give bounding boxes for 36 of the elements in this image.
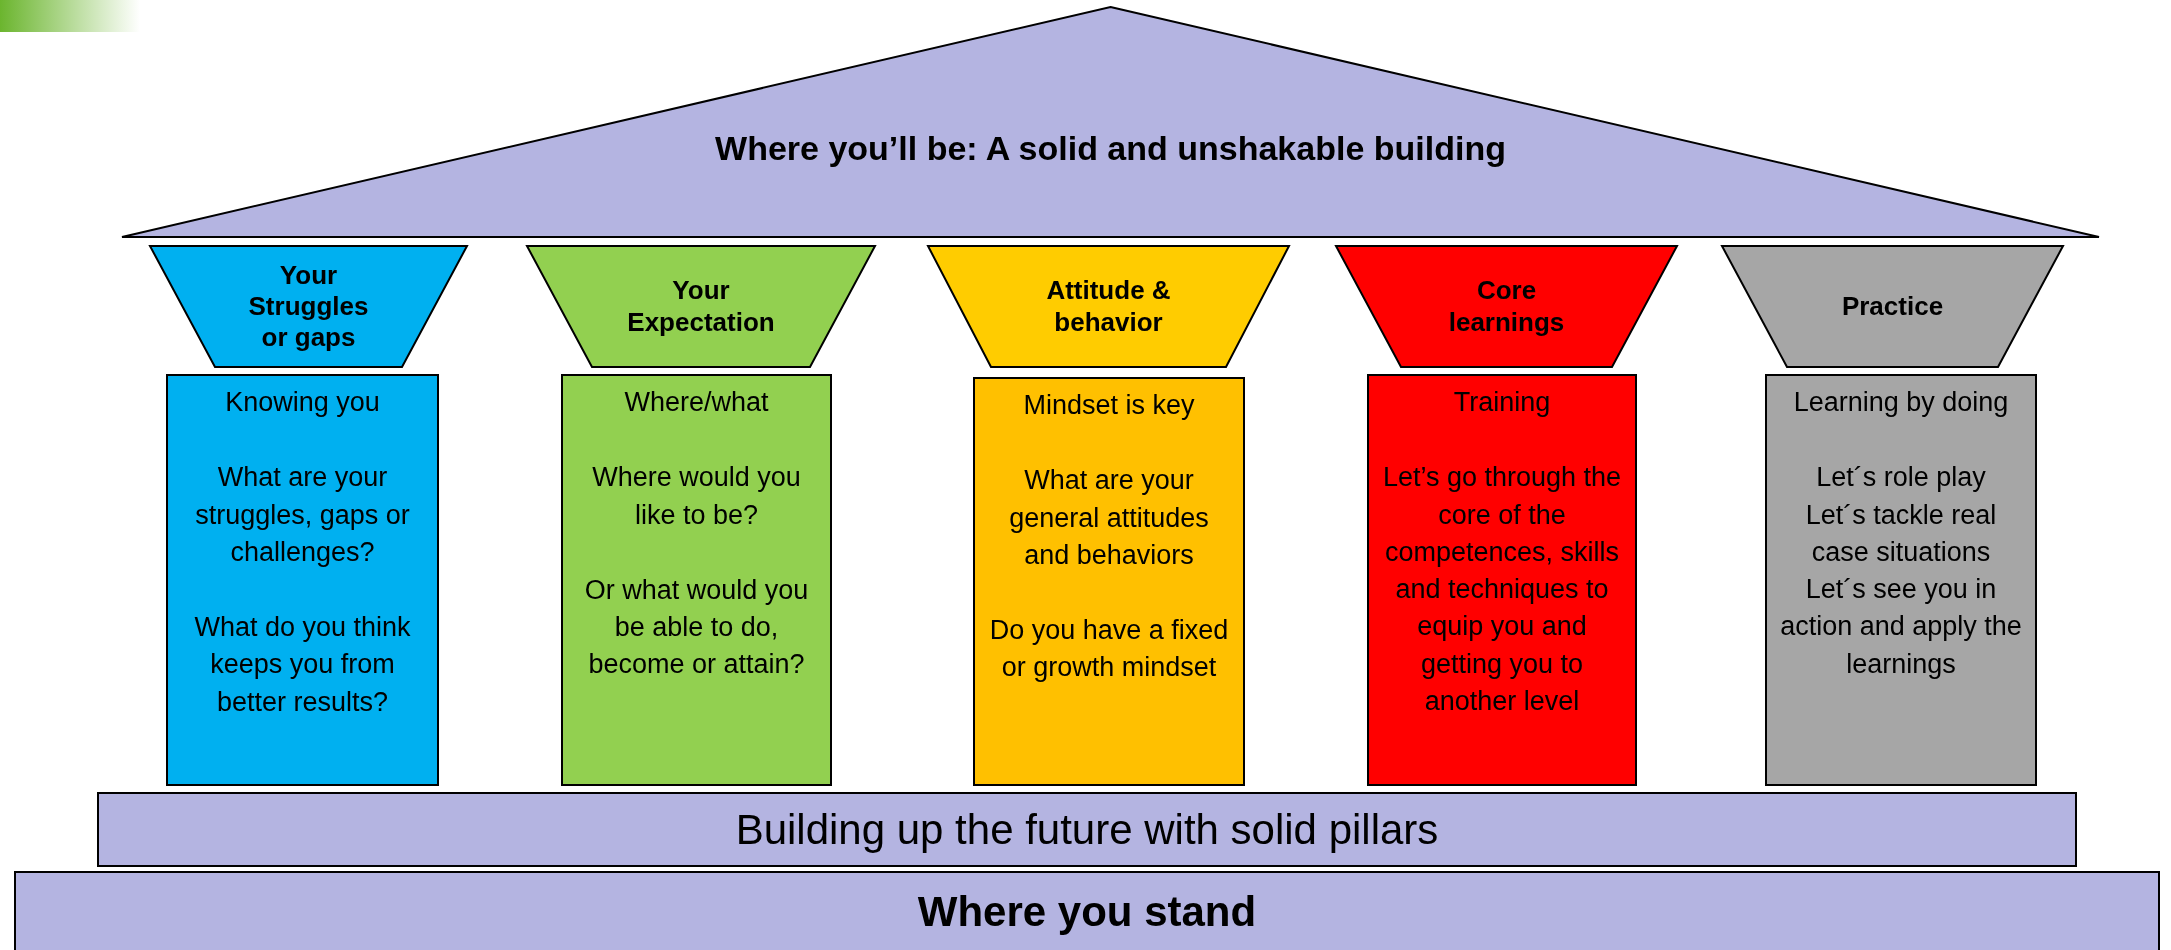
pillar-title: Your Struggles or gaps	[247, 259, 370, 354]
pillar-capital	[928, 246, 1289, 367]
ground-band	[14, 871, 2160, 950]
pillar-text: What are your general attitudes and behaviors	[1008, 464, 1210, 572]
roof-title: Where you’ll be: A solid and unshakable building	[714, 129, 1507, 169]
pillar-capital	[150, 246, 467, 367]
pillar-text: Do you have a fixed or growth mindset	[988, 614, 1230, 685]
band-text: Where you stand	[917, 888, 1257, 936]
pillar-text: Let´s see you in action and apply the learnings	[1779, 573, 2023, 681]
pillar-heading: Mindset is key	[1022, 389, 1196, 422]
pillar-text: Let’s go through the core of the competences, skills and techniques to equip you and getting you to another level	[1381, 461, 1623, 718]
pillar-capital	[1722, 246, 2063, 367]
pillar-title: Your Expectation	[626, 275, 776, 338]
pillar-text: What are your struggles, gaps or challenges?	[194, 461, 411, 569]
pillar-text: Or what would you be able to do, become or attain?	[583, 573, 810, 682]
pillar-title: Practice	[1840, 290, 1945, 323]
pillar-text: What do you think keeps you from better results?	[193, 611, 412, 719]
pillar-heading: Knowing you	[224, 386, 381, 419]
band-text: Building up the future with solid pillars	[735, 805, 1439, 854]
pillar	[166, 374, 439, 786]
pillar-capital	[1336, 246, 1677, 367]
pillar-heading: Where/what	[623, 386, 770, 419]
pillar-title: Attitude & behavior	[1045, 275, 1172, 338]
pillar-text: Let´s tackle real case situations	[1804, 498, 1998, 569]
pillar-text: Let´s role play	[1815, 461, 1987, 495]
pillar-heading: Training	[1452, 386, 1552, 419]
foundation-band	[97, 792, 2077, 867]
pillar	[973, 377, 1245, 786]
pillar-title: Core learnings	[1447, 275, 1566, 338]
pillar	[1765, 374, 2037, 786]
pillar-text: Where would you like to be?	[591, 461, 802, 532]
roof-triangle	[122, 7, 2099, 237]
pillar-heading: Learning by doing	[1792, 386, 2010, 419]
pillar-capital	[527, 246, 875, 367]
pillar	[1367, 374, 1637, 786]
pillar	[561, 374, 832, 786]
